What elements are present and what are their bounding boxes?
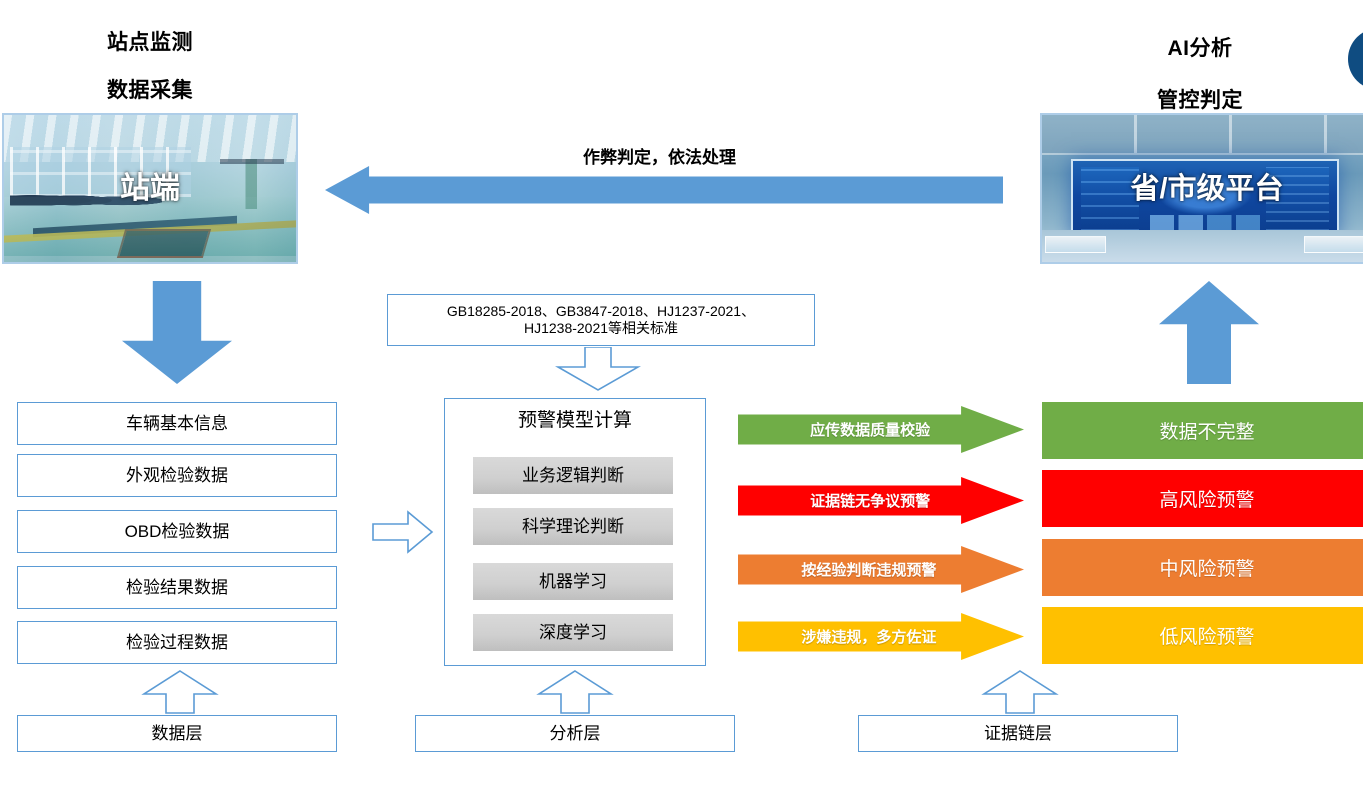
evidence-arrow-1: 证据链无争议预警 bbox=[738, 477, 1024, 524]
evidence-arrow-label-1: 证据链无争议预警 bbox=[810, 493, 931, 510]
right-title-line1: AI分析 bbox=[1167, 37, 1233, 60]
station-photo: 站端 bbox=[2, 113, 298, 264]
standards-line-1: GB18285-2018、GB3847-2018、HJ1237-2021、 bbox=[446, 302, 756, 319]
data-item-2[interactable]: OBD检验数据 bbox=[17, 510, 337, 553]
data-layer-label[interactable]: 数据层 bbox=[17, 715, 337, 752]
result-box-3[interactable]: 低风险预警 bbox=[1042, 607, 1363, 664]
evidence-arrow-2: 按经验判断违规预警 bbox=[738, 546, 1024, 593]
analysis-method-1[interactable]: 科学理论判断 bbox=[473, 508, 673, 545]
analysis-model-box: 预警模型计算 业务逻辑判断 科学理论判断 机器学习 深度学习 bbox=[444, 398, 706, 666]
analysis-method-3[interactable]: 深度学习 bbox=[473, 614, 673, 651]
analysis-model-title: 预警模型计算 bbox=[517, 410, 632, 431]
decorative-circle bbox=[1348, 28, 1363, 90]
analysis-method-2[interactable]: 机器学习 bbox=[473, 563, 673, 600]
platform-consoles bbox=[1042, 229, 1363, 262]
result-box-1[interactable]: 高风险预警 bbox=[1042, 470, 1363, 527]
result-box-2[interactable]: 中风险预警 bbox=[1042, 539, 1363, 596]
data-item-1[interactable]: 外观检验数据 bbox=[17, 454, 337, 497]
result-box-0[interactable]: 数据不完整 bbox=[1042, 402, 1363, 459]
left-title-line2: 数据采集 bbox=[107, 79, 193, 102]
platform-ceiling bbox=[1042, 115, 1363, 156]
analysis-layer-label[interactable]: 分析层 bbox=[415, 715, 735, 752]
evidence-arrow-label-2: 按经验判断违规预警 bbox=[801, 562, 937, 579]
evidence-layer-label[interactable]: 证据链层 bbox=[858, 715, 1178, 752]
right-title-line2: 管控判定 bbox=[1157, 89, 1243, 112]
data-item-0[interactable]: 车辆基本信息 bbox=[17, 402, 337, 445]
platform-photo-background bbox=[1042, 115, 1363, 262]
evidence-to-platform-arrow bbox=[1159, 281, 1259, 384]
data-layer-up-arrow bbox=[140, 670, 220, 714]
feedback-arrow-label: 作弊判定，依法处理 bbox=[583, 148, 736, 167]
analysis-method-0[interactable]: 业务逻辑判断 bbox=[473, 457, 673, 494]
station-photo-caption: 站端 bbox=[120, 171, 180, 205]
platform-video-wall bbox=[1071, 159, 1339, 240]
standards-to-analysis-arrow bbox=[552, 347, 644, 391]
analysis-layer-up-arrow bbox=[535, 670, 615, 714]
evidence-arrow-label-0: 应传数据质量校验 bbox=[810, 422, 931, 439]
station-photo-background bbox=[4, 115, 296, 262]
evidence-arrow-0: 应传数据质量校验 bbox=[738, 406, 1024, 453]
platform-photo-caption: 省/市级平台 bbox=[1130, 172, 1284, 205]
station-lane-yellow bbox=[4, 220, 296, 244]
standards-line-2: HJ1238-2021等相关标准 bbox=[523, 320, 679, 336]
data-item-3[interactable]: 检验结果数据 bbox=[17, 566, 337, 609]
station-lane-dark bbox=[33, 216, 238, 238]
feedback-arrow bbox=[325, 166, 1003, 214]
station-inspection-pit bbox=[116, 228, 211, 258]
evidence-layer-up-arrow bbox=[980, 670, 1060, 714]
evidence-arrow-label-3: 涉嫌违规，多方佐证 bbox=[801, 629, 937, 646]
platform-map-graphic bbox=[1149, 171, 1261, 220]
station-to-data-arrow bbox=[122, 281, 232, 384]
standards-box: GB18285-2018、GB3847-2018、HJ1237-2021、 HJ… bbox=[387, 294, 815, 346]
data-to-analysis-arrow bbox=[372, 510, 434, 554]
data-item-4[interactable]: 检验过程数据 bbox=[17, 621, 337, 664]
platform-thumbnails bbox=[1149, 214, 1261, 232]
left-title-line1: 站点监测 bbox=[107, 31, 193, 54]
platform-photo: 省/市级平台 bbox=[1040, 113, 1363, 264]
evidence-arrow-3: 涉嫌违规，多方佐证 bbox=[738, 613, 1024, 660]
